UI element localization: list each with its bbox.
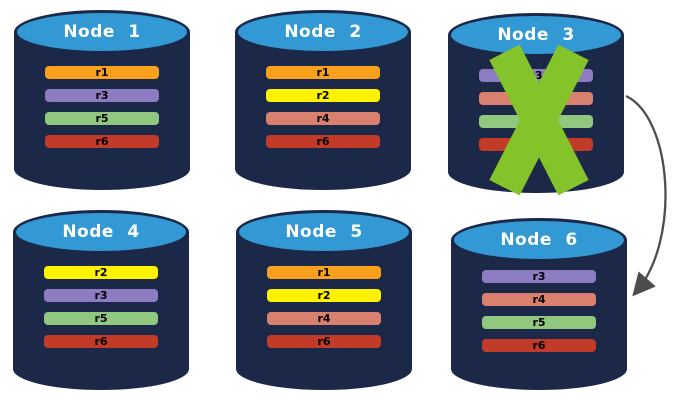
node-title: Node 4	[62, 222, 140, 242]
replica-label: r1	[316, 66, 330, 79]
replica-bar: r1	[266, 66, 380, 79]
cylinder-bottom-cap	[13, 348, 189, 390]
node-1-cylinder: Node 1 r1 r3 r5 r6	[14, 10, 190, 190]
replica-bar: r3	[482, 270, 596, 283]
replica-bar: r5	[45, 112, 159, 125]
cylinder-top-cap	[13, 210, 189, 254]
replica-bar: r6	[44, 335, 158, 348]
replica-label: r4	[532, 293, 546, 306]
replica-label: r3	[94, 289, 108, 302]
replica-bar-list: r3	[479, 69, 593, 161]
cylinder-top-cap	[14, 10, 190, 54]
replica-label: r5	[532, 316, 546, 329]
replica-label: r2	[316, 89, 330, 102]
replica-label: r3	[529, 69, 543, 82]
replica-label: r4	[316, 112, 330, 125]
cylinder-bottom-cap	[236, 348, 412, 390]
node-title: Node 2	[284, 22, 362, 42]
node-title: Node 5	[285, 222, 363, 242]
replica-bar: r5	[482, 316, 596, 329]
replica-bar: r3	[45, 89, 159, 102]
replica-bar: r2	[266, 89, 380, 102]
replica-bar: r6	[45, 135, 159, 148]
replica-bar: r2	[44, 266, 158, 279]
cylinder-bottom-cap	[14, 148, 190, 190]
replica-label: r6	[95, 135, 109, 148]
replica-bar: r4	[267, 312, 381, 325]
replica-bar-list: r1 r2 r4 r6	[266, 66, 380, 158]
replica-bar: r6	[267, 335, 381, 348]
replica-bar: r6	[266, 135, 380, 148]
replica-label: r6	[94, 335, 108, 348]
replica-label: r3	[95, 89, 109, 102]
cylinder-bottom-cap	[235, 148, 411, 190]
replica-label: r3	[532, 270, 546, 283]
node-title: Node 6	[500, 230, 578, 250]
replica-bar: r6	[482, 339, 596, 352]
node-2-cylinder: Node 2 r1 r2 r4 r6	[235, 10, 411, 190]
replica-bar: r3	[479, 69, 593, 82]
replica-label: r6	[316, 135, 330, 148]
arrow-curve	[625, 94, 667, 297]
replica-bar: r3	[44, 289, 158, 302]
node-4-cylinder: Node 4 r2 r3 r5 r6	[13, 210, 189, 390]
cylinder-top-cap	[451, 218, 627, 262]
replica-bar: r1	[45, 66, 159, 79]
node-title: Node 3	[497, 25, 575, 45]
replica-label: r1	[317, 266, 331, 279]
node-6-cylinder: Node 6 r3 r4 r5 r6	[451, 218, 627, 390]
cylinder-bottom-cap	[451, 348, 627, 390]
replica-label: r5	[94, 312, 108, 325]
replica-bar: r4	[482, 293, 596, 306]
replica-bar-list: r1 r3 r5 r6	[45, 66, 159, 158]
replica-label: r1	[95, 66, 109, 79]
cylinder-top-cap	[236, 210, 412, 254]
replica-label: r5	[95, 112, 109, 125]
replica-bar-list: r3 r4 r5 r6	[482, 270, 596, 362]
replica-bar: r1	[267, 266, 381, 279]
replica-bar: r5	[44, 312, 158, 325]
node-5-cylinder: Node 5 r1 r2 r4 r6	[236, 210, 412, 390]
replica-bar	[479, 115, 593, 128]
replica-bar: r2	[267, 289, 381, 302]
replica-bar: r4	[266, 112, 380, 125]
replica-bar-list: r1 r2 r4 r6	[267, 266, 381, 358]
replica-label: r4	[317, 312, 331, 325]
replica-label: r2	[94, 266, 108, 279]
replica-bar-list: r2 r3 r5 r6	[44, 266, 158, 358]
replica-bar	[479, 92, 593, 105]
replica-label: r6	[317, 335, 331, 348]
replica-bar	[479, 138, 593, 151]
cylinder-top-cap	[235, 10, 411, 54]
node-title: Node 1	[63, 22, 141, 42]
node-3-cylinder: Node 3 r3	[448, 13, 624, 193]
replica-label: r2	[317, 289, 331, 302]
replica-label: r6	[532, 339, 546, 352]
